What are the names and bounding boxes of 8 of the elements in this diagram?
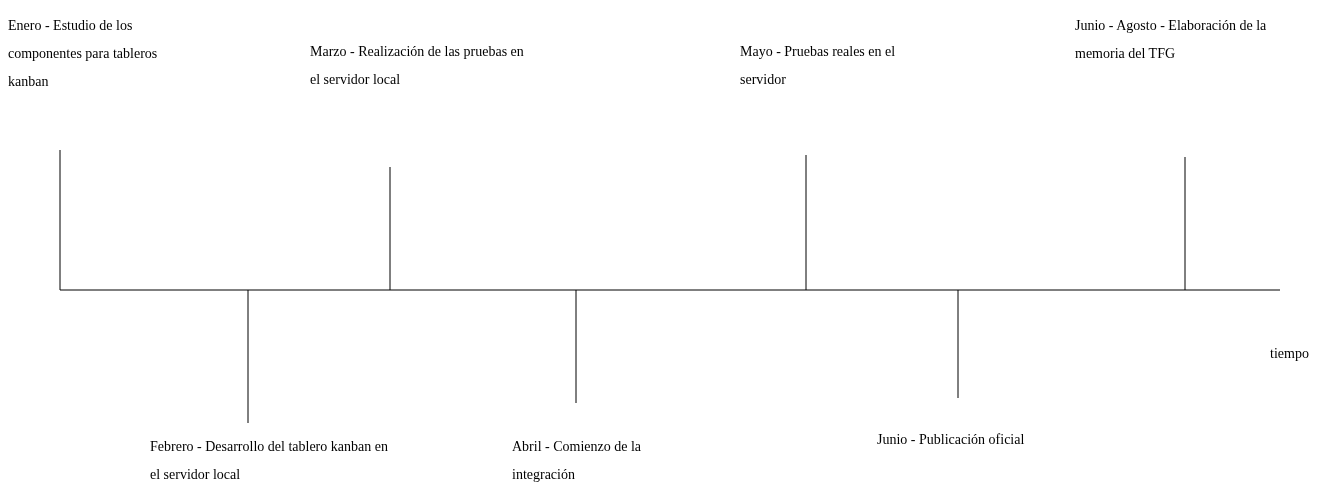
milestone-text: Marzo - Realización de las pruebas en el servidor local: [310, 43, 525, 89]
milestone-text: Junio - Agosto - Elaboración de la memoria del TFG: [1075, 17, 1268, 63]
milestone-text: Junio - Publicación oficial: [877, 431, 1026, 449]
milestone-text: Mayo - Pruebas reales en el servidor: [740, 43, 897, 89]
axis-label: tiempo: [1270, 345, 1310, 363]
milestone-text: Febrero - Desarrollo del tablero kanban en el servidor local: [150, 438, 389, 484]
milestone-text: Enero - Estudio de los componentes para tableros kanban: [8, 17, 159, 91]
milestone-text: Abril - Comienzo de la integración: [512, 438, 643, 484]
